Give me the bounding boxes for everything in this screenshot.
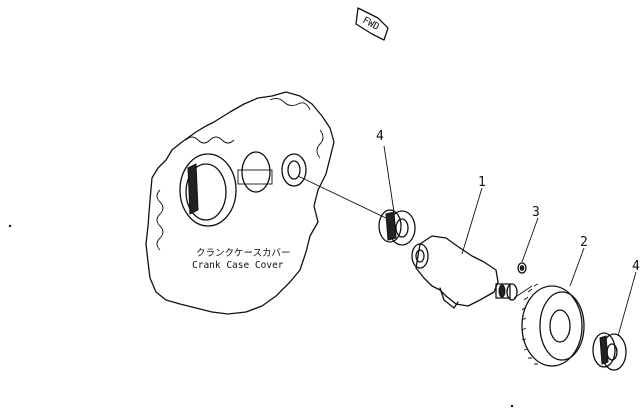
crank-case-cover: クランクケースカバー Crank Case Cover xyxy=(145,91,335,315)
gear xyxy=(513,283,585,367)
shaft-assembly xyxy=(411,235,518,309)
callout-3: 3 xyxy=(532,205,540,220)
callout-4-right: 4 xyxy=(632,259,640,274)
pin-small xyxy=(517,262,527,274)
cover-label-en: Crank Case Cover xyxy=(192,260,284,271)
scan-speck xyxy=(8,224,12,228)
callout-4-left: 4 xyxy=(376,129,384,144)
leader-lines xyxy=(383,145,637,337)
bearing-right xyxy=(592,332,627,371)
callout-2: 2 xyxy=(580,235,588,250)
fwd-arrow: FWD xyxy=(355,7,389,41)
cover-label-jp: クランクケースカバー xyxy=(196,248,291,259)
bearing-left xyxy=(378,209,416,246)
scan-speck xyxy=(510,404,514,408)
callout-1: 1 xyxy=(478,175,486,190)
axis-line-cover xyxy=(297,175,387,219)
